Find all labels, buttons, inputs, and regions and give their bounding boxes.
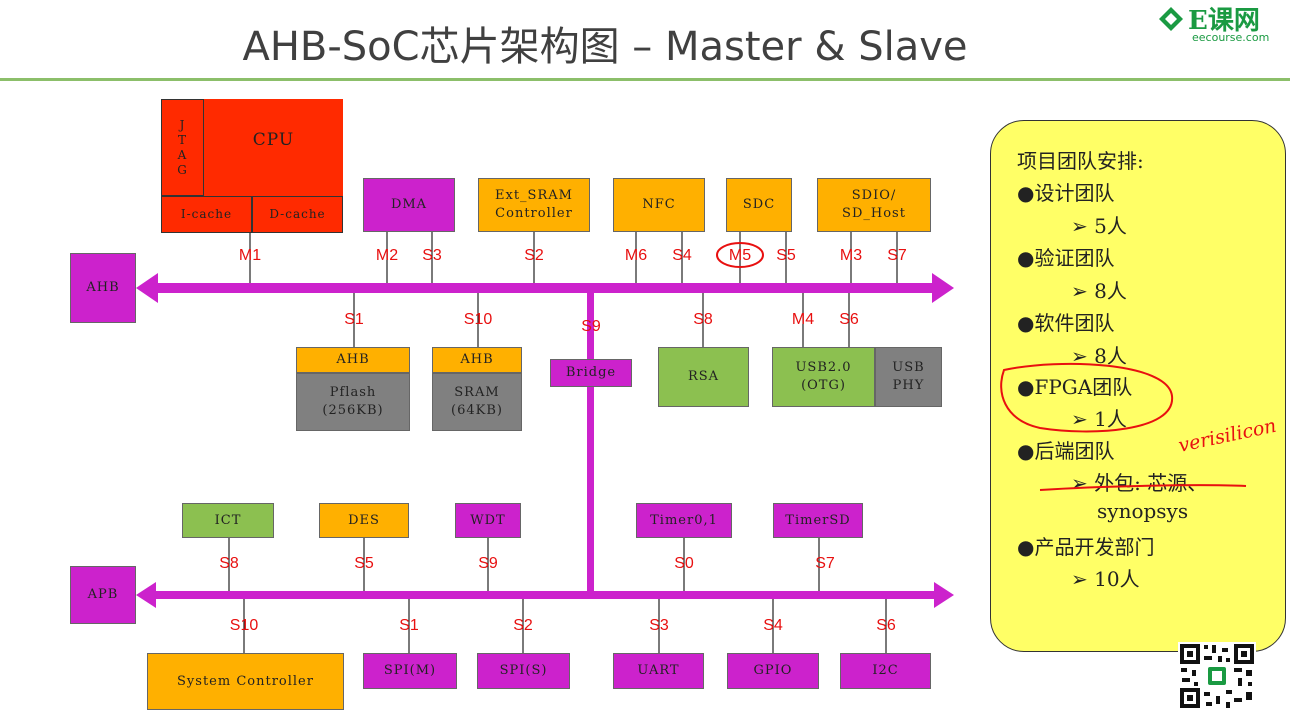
label-m2: M2 (375, 247, 399, 264)
diamond-logo-icon (1159, 7, 1183, 31)
label-s9-ahb: S9 (581, 318, 601, 335)
label-s5-apb: S5 (354, 555, 374, 572)
dcache-block: D-cache (252, 196, 343, 233)
page-title: AHB-SoC芯片架构图 – Master & Slave (242, 24, 968, 70)
label-s4-top: S4 (672, 247, 692, 264)
label-s4-apb: S4 (763, 617, 783, 634)
pflash-block: Pflash (256KB) (296, 373, 410, 431)
header-rule (0, 78, 1290, 81)
apb-bus-label: APB (70, 566, 136, 624)
team-fpga-count: ➢ 1人 (1071, 407, 1127, 431)
team-backend-synopsys: synopsys (1097, 499, 1189, 523)
fpga-circle-mark (1000, 362, 1174, 433)
label-m3: M3 (839, 247, 863, 264)
label-s9-apb: S9 (478, 555, 498, 572)
team-backend-outsource: ➢ 外包: 芯源、 (1071, 471, 1208, 495)
team-product: ●产品开发部门 (1017, 535, 1155, 559)
label-m4: M4 (791, 311, 815, 328)
team-product-count: ➢ 10人 (1071, 567, 1140, 591)
nfc-block: NFC (613, 178, 705, 232)
outsource-underline (1039, 484, 1247, 491)
ext-sram-controller-block: Ext_SRAM Controller (478, 178, 590, 232)
label-s7-apb: S7 (815, 555, 835, 572)
label-s2-apb: S2 (513, 617, 533, 634)
rsa-block: RSA (658, 347, 749, 407)
label-s1-ahb: S1 (344, 311, 364, 328)
label-s5-top: S5 (776, 247, 796, 264)
label-s7-top: S7 (887, 247, 907, 264)
logo-url: eecourse.com (1192, 31, 1270, 44)
icache-block: I-cache (161, 196, 252, 233)
i2c-block: I2C (840, 653, 931, 689)
label-s1-apb: S1 (399, 617, 419, 634)
jtag-block: J T A G (161, 99, 204, 196)
label-s3-top: S3 (422, 247, 442, 264)
team-software: ●软件团队 (1017, 311, 1115, 335)
label-s10-ahb: S10 (463, 311, 493, 328)
team-backend: ●后端团队 (1017, 439, 1115, 463)
bridge-link (587, 290, 594, 595)
label-s2-top: S2 (524, 247, 544, 264)
ahb-bus-label: AHB (70, 253, 136, 323)
label-m5: M5 (728, 247, 752, 264)
team-heading: 项目团队安排: (1017, 149, 1144, 173)
gpio-block: GPIO (727, 653, 819, 689)
sram-ahb-header: AHB (432, 347, 522, 373)
ict-block: ICT (182, 503, 274, 538)
team-fpga: ●FPGA团队 (1017, 375, 1133, 399)
label-s6-ahb: S6 (839, 311, 859, 328)
m5-circle-mark (716, 242, 764, 268)
team-panel: 项目团队安排: ●设计团队 ➢ 5人 ●验证团队 ➢ 8人 ●软件团队 ➢ 8人… (990, 120, 1286, 652)
team-verify: ●验证团队 (1017, 246, 1115, 270)
qr-code-icon (1178, 642, 1256, 710)
team-design: ●设计团队 (1017, 181, 1115, 205)
bus-wires (136, 232, 954, 653)
cpu-block: J T A G CPU I-cache D-cache (161, 99, 343, 233)
label-s8-apb: S8 (219, 555, 239, 572)
team-verify-count: ➢ 8人 (1071, 279, 1127, 303)
uart-block: UART (613, 653, 704, 689)
cpu-core: CPU (204, 99, 343, 196)
sram-block: SRAM (64KB) (432, 373, 522, 431)
label-m6: M6 (624, 247, 648, 264)
des-block: DES (319, 503, 409, 538)
eecourse-logo: E课网 eecourse.com (1156, 0, 1286, 50)
label-s10-apb: S10 (229, 617, 259, 634)
dma-block: DMA (363, 178, 455, 232)
wdt-block: WDT (455, 503, 521, 538)
ahb-bus-arrow (136, 273, 954, 303)
label-m1: M1 (238, 247, 262, 264)
label-s8-ahb: S8 (693, 311, 713, 328)
bridge-block: Bridge (550, 359, 632, 387)
apb-bus-arrow (136, 582, 954, 608)
label-s0-apb: S0 (674, 555, 694, 572)
label-s3-apb: S3 (649, 617, 669, 634)
verisilicon-handwriting: verisilicon (1176, 415, 1278, 457)
label-s6-apb: S6 (876, 617, 896, 634)
team-design-count: ➢ 5人 (1071, 214, 1127, 238)
spi-master-block: SPI(M) (363, 653, 457, 689)
timersd-block: TimerSD (773, 503, 863, 538)
usb-otg-block: USB2.0 (OTG) (772, 347, 875, 407)
pflash-ahb-header: AHB (296, 347, 410, 373)
timer01-block: Timer0,1 (636, 503, 732, 538)
usb-phy-block: USB PHY (875, 347, 942, 407)
spi-slave-block: SPI(S) (477, 653, 570, 689)
sdio-block: SDIO/ SD_Host (817, 178, 931, 232)
logo-brand: E课网 (1188, 6, 1260, 36)
sdc-block: SDC (726, 178, 792, 232)
